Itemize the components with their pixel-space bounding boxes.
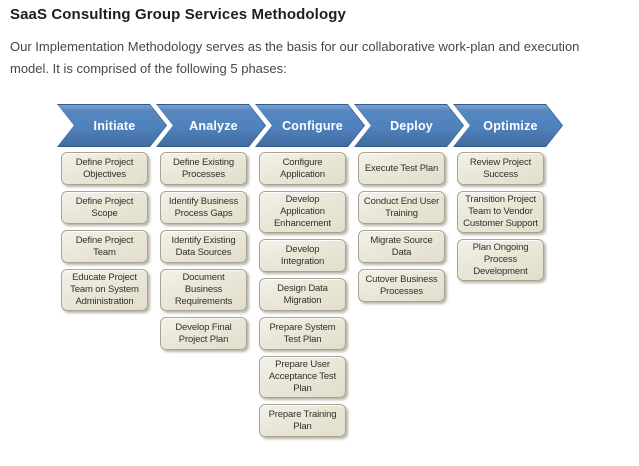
page-title: SaaS Consulting Group Services Methodolo… — [10, 6, 346, 23]
phase-label: Analyze — [189, 118, 238, 133]
task-box: Define Project Team — [61, 230, 148, 263]
task-column-optimize: Review Project Success Transition Projec… — [457, 152, 544, 281]
phase-label: Optimize — [483, 118, 538, 133]
phase-arrow-optimize: Optimize — [453, 104, 563, 147]
phase-label: Deploy — [390, 118, 433, 133]
task-box: Develop Integration — [259, 239, 346, 272]
task-box: Design Data Migration — [259, 278, 346, 311]
methodology-diagram: Initiate Analyze Configure Deploy Optimi… — [57, 104, 582, 444]
task-box: Cutover Business Processes — [358, 269, 445, 302]
phase-arrow-initiate: Initiate — [57, 104, 167, 147]
task-column-configure: Configure Application Develop Applicatio… — [259, 152, 346, 437]
task-box: Review Project Success — [457, 152, 544, 185]
task-box: Configure Application — [259, 152, 346, 185]
task-box: Define Project Scope — [61, 191, 148, 224]
task-box: Define Existing Processes — [160, 152, 247, 185]
chevron-arrow-fill — [355, 105, 463, 146]
task-column-initiate: Define Project Objectives Define Project… — [61, 152, 148, 311]
task-box: Identify Existing Data Sources — [160, 230, 247, 263]
task-box: Identify Business Process Gaps — [160, 191, 247, 224]
phase-arrow-analyze: Analyze — [156, 104, 266, 147]
phase-label: Initiate — [93, 118, 136, 133]
task-box: Prepare User Acceptance Test Plan — [259, 356, 346, 398]
task-box: Conduct End User Training — [358, 191, 445, 224]
task-box: Migrate Source Data — [358, 230, 445, 263]
chevron-arrow-fill — [256, 105, 364, 146]
phase-label: Configure — [282, 118, 343, 133]
task-box: Develop Final Project Plan — [160, 317, 247, 350]
chevron-arrow-fill — [157, 105, 265, 146]
task-box: Educate Project Team on System Administr… — [61, 269, 148, 311]
chevron-arrow-fill — [454, 105, 562, 146]
task-box: Execute Test Plan — [358, 152, 445, 185]
task-column-deploy: Execute Test Plan Conduct End User Train… — [358, 152, 445, 302]
phase-arrow-configure: Configure — [255, 104, 365, 147]
task-box: Prepare Training Plan — [259, 404, 346, 437]
task-box: Define Project Objectives — [61, 152, 148, 185]
task-column-analyze: Define Existing Processes Identify Busin… — [160, 152, 247, 350]
task-box: Transition Project Team to Vendor Custom… — [457, 191, 544, 233]
task-box: Plan Ongoing Process Development — [457, 239, 544, 281]
chevron-arrow-fill — [58, 105, 166, 146]
task-box: Develop Application Enhancement — [259, 191, 346, 233]
intro-paragraph: Our Implementation Methodology serves as… — [10, 39, 580, 76]
task-box: Prepare System Test Plan — [259, 317, 346, 350]
task-box: Document Business Requirements — [160, 269, 247, 311]
phase-arrow-deploy: Deploy — [354, 104, 464, 147]
